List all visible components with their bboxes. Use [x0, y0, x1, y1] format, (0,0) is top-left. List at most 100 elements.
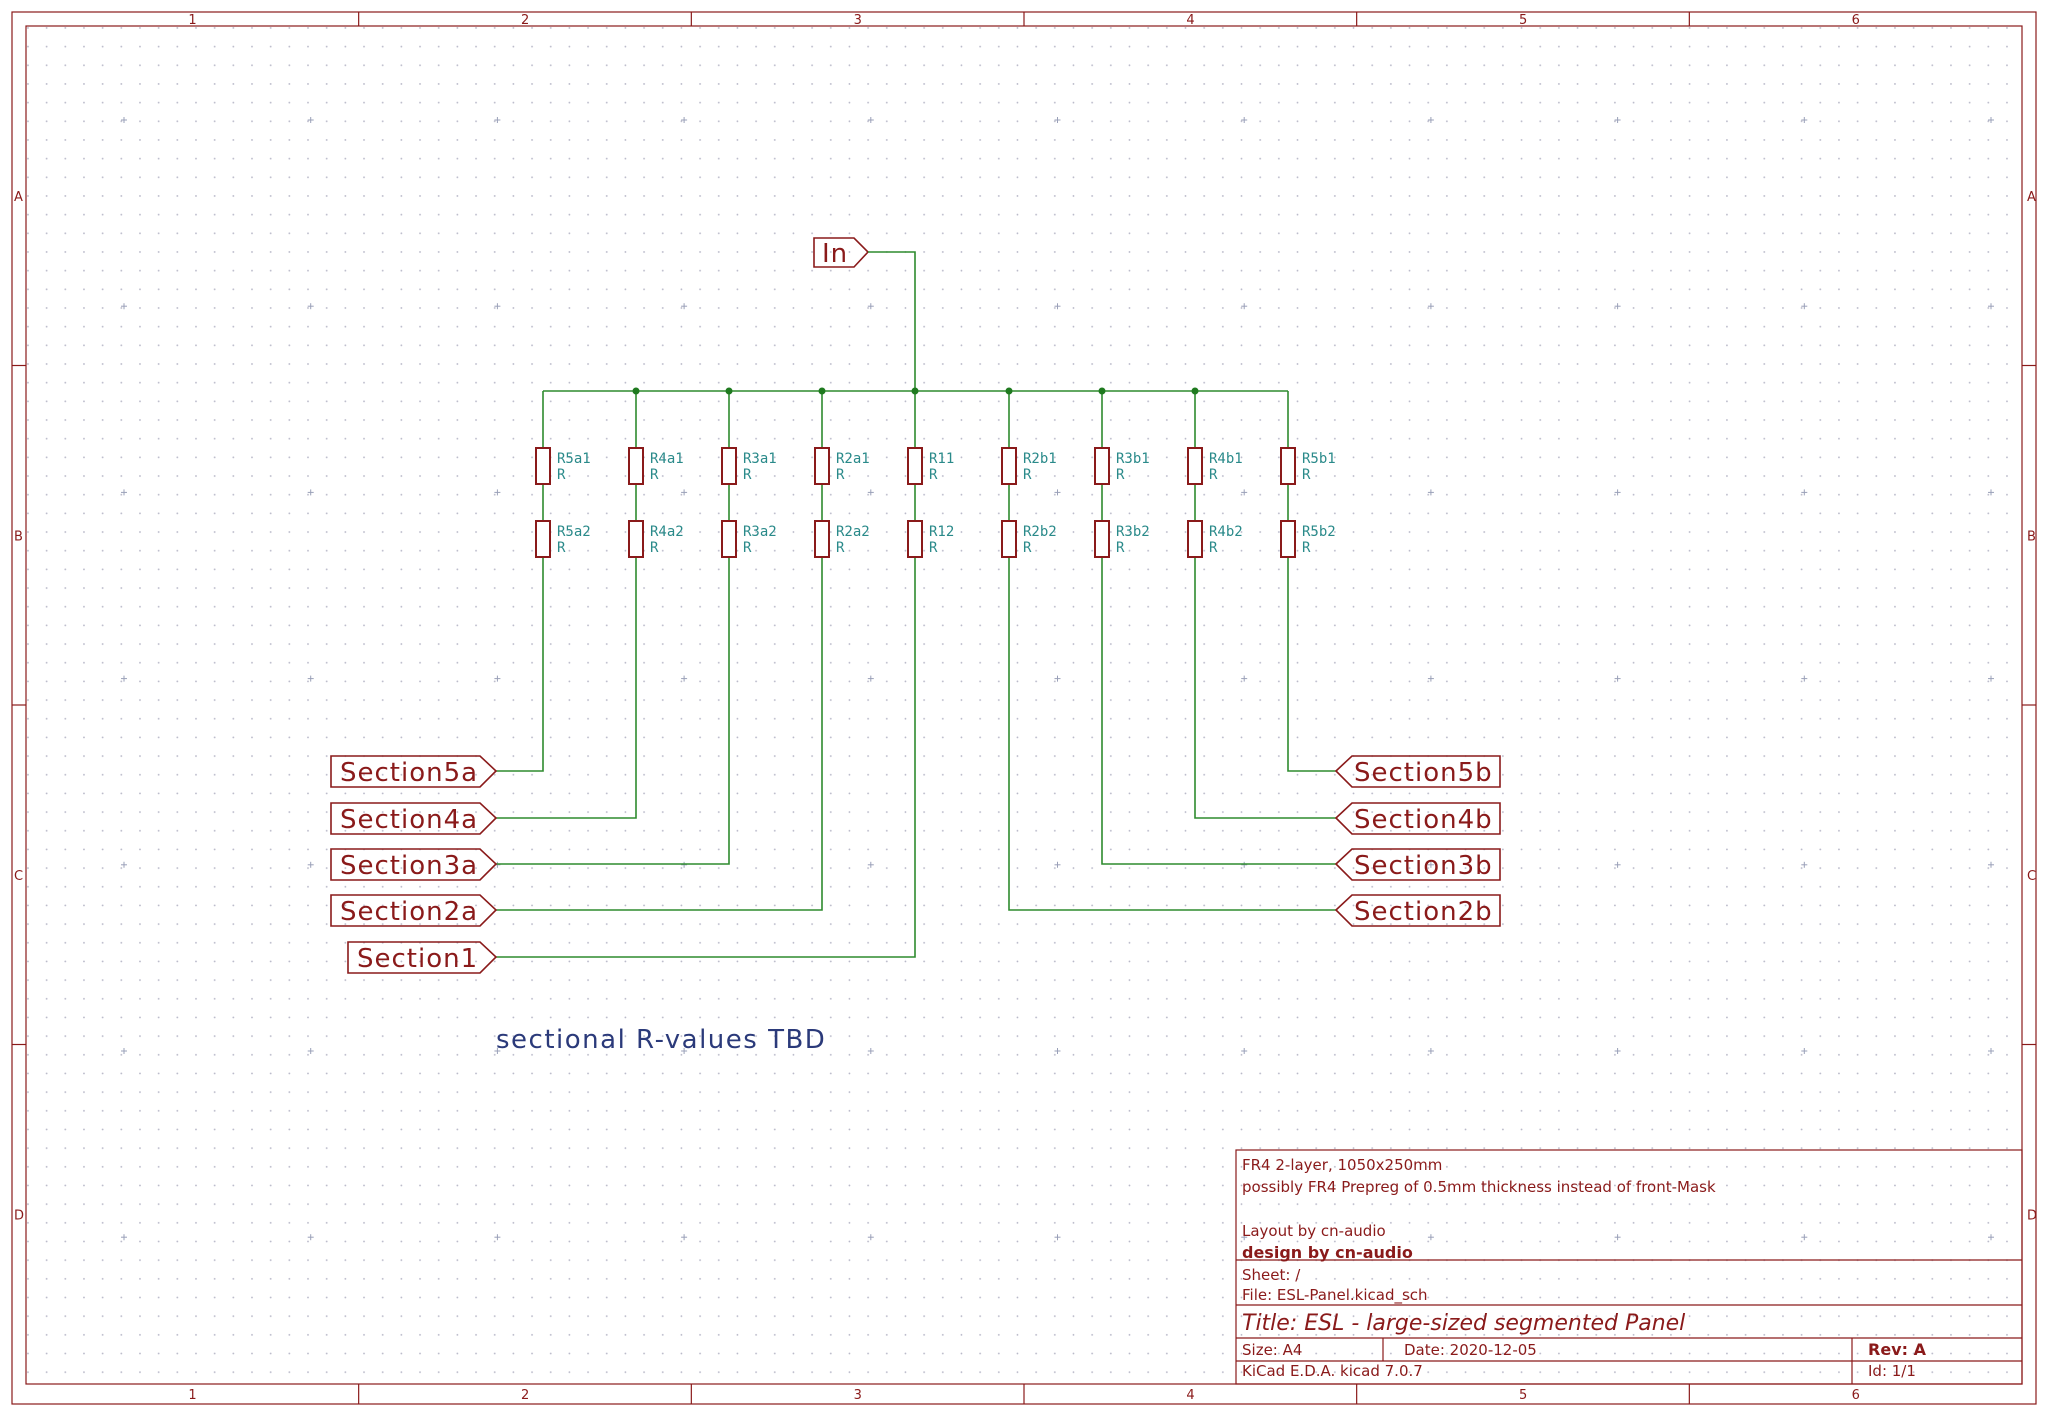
- junction: [818, 387, 826, 395]
- resistor-body: [721, 447, 737, 485]
- resistor-value: R: [929, 467, 938, 483]
- resistor-value: R: [1209, 540, 1218, 556]
- resistor-body: [721, 520, 737, 558]
- frame-column-marker: 2: [521, 1388, 529, 1403]
- resistor-body: [814, 520, 830, 558]
- resistor-body: [1280, 447, 1296, 485]
- global-label-section5b-text: Section5b: [1354, 758, 1493, 788]
- resistor-reference: R3a1: [743, 451, 777, 467]
- junction: [1191, 387, 1199, 395]
- title-block-tool: KiCad E.D.A. kicad 7.0.7: [1242, 1362, 1423, 1380]
- resistor-value: R: [1023, 540, 1032, 556]
- title-block-comment4: design by cn-audio: [1242, 1243, 1413, 1262]
- resistor-body: [907, 447, 923, 485]
- global-label-in[interactable]: In: [813, 237, 870, 269]
- frame-column-marker: 5: [1519, 1388, 1527, 1403]
- global-label-section4b-text: Section4b: [1354, 805, 1493, 835]
- global-label-section4a[interactable]: Section4a: [330, 802, 498, 835]
- title-block-file: File: ESL-Panel.kicad_sch: [1242, 1286, 1428, 1305]
- frame-row-marker: A: [14, 190, 23, 205]
- resistor-value: R: [1023, 467, 1032, 483]
- resistor-value: R: [650, 467, 659, 483]
- title-block-id: Id: 1/1: [1868, 1362, 1916, 1380]
- note-text: sectional R-values TBD: [496, 1025, 826, 1055]
- frame-row-marker: B: [14, 529, 23, 544]
- global-label-section5a-text: Section5a: [340, 758, 478, 788]
- resistor-reference: R2b1: [1023, 451, 1057, 467]
- global-label-section3a[interactable]: Section3a: [330, 848, 498, 881]
- resistor-reference: R4b2: [1209, 524, 1243, 540]
- wires: [496, 251, 1336, 958]
- resistor-body: [1001, 447, 1017, 485]
- frame-column-marker: 1: [188, 13, 196, 28]
- resistor-reference: R4a1: [650, 451, 684, 467]
- resistor-reference: R12: [929, 524, 954, 540]
- resistor-reference: R5b2: [1302, 524, 1336, 540]
- frame-column-marker: 3: [854, 13, 862, 28]
- frame-column-marker: 1: [188, 1388, 196, 1403]
- frame-row-marker: B: [2027, 529, 2036, 544]
- resistor-body: [628, 520, 644, 558]
- resistor-body: [1001, 520, 1017, 558]
- junction: [1098, 387, 1106, 395]
- resistor-body: [535, 520, 551, 558]
- resistor-value: R: [836, 467, 845, 483]
- resistor-reference: R3a2: [743, 524, 777, 540]
- frame-column-marker: 2: [521, 13, 529, 28]
- resistor-value: R: [1302, 467, 1311, 483]
- resistor-body: [535, 447, 551, 485]
- global-label-section2b[interactable]: Section2b: [1334, 894, 1501, 927]
- resistor-body: [1280, 520, 1296, 558]
- global-label-section4b[interactable]: Section4b: [1334, 802, 1501, 835]
- junction: [1005, 387, 1013, 395]
- global-label-in-text: In: [822, 239, 848, 269]
- resistors: R5a1RR5a2RR4a1RR4a2RR3a1RR3a2RR2a1RR2a2R…: [535, 447, 1336, 558]
- resistor-value: R: [743, 467, 752, 483]
- resistor-value: R: [1209, 467, 1218, 483]
- global-label-section2b-text: Section2b: [1354, 897, 1493, 927]
- resistor-reference: R2a2: [836, 524, 870, 540]
- junction: [632, 387, 640, 395]
- resistor-reference: R2b2: [1023, 524, 1057, 540]
- frame-row-marker: C: [2027, 869, 2036, 884]
- frame-column-marker: 6: [1852, 13, 1860, 28]
- frame-row-marker: C: [14, 869, 23, 884]
- global-label-section5b[interactable]: Section5b: [1334, 755, 1501, 788]
- title-block: FR4 2-layer, 1050x250mm possibly FR4 Pre…: [1235, 1149, 2023, 1385]
- global-label-section1[interactable]: Section1: [347, 941, 498, 974]
- global-label-section3a-text: Section3a: [340, 851, 478, 881]
- global-label-section3b[interactable]: Section3b: [1334, 848, 1501, 881]
- global-label-section1-text: Section1: [357, 944, 478, 974]
- resistor-value: R: [836, 540, 845, 556]
- title-block-size: Size: A4: [1242, 1341, 1302, 1359]
- resistor-body: [1187, 520, 1203, 558]
- global-label-section2a[interactable]: Section2a: [330, 894, 498, 927]
- global-label-section4a-text: Section4a: [340, 805, 478, 835]
- frame-column-marker: 4: [1186, 1388, 1194, 1403]
- resistor-reference: R2a1: [836, 451, 870, 467]
- global-label-section5a[interactable]: Section5a: [330, 755, 498, 788]
- frame-column-marker: 5: [1519, 13, 1527, 28]
- global-label-section2a-text: Section2a: [340, 897, 478, 927]
